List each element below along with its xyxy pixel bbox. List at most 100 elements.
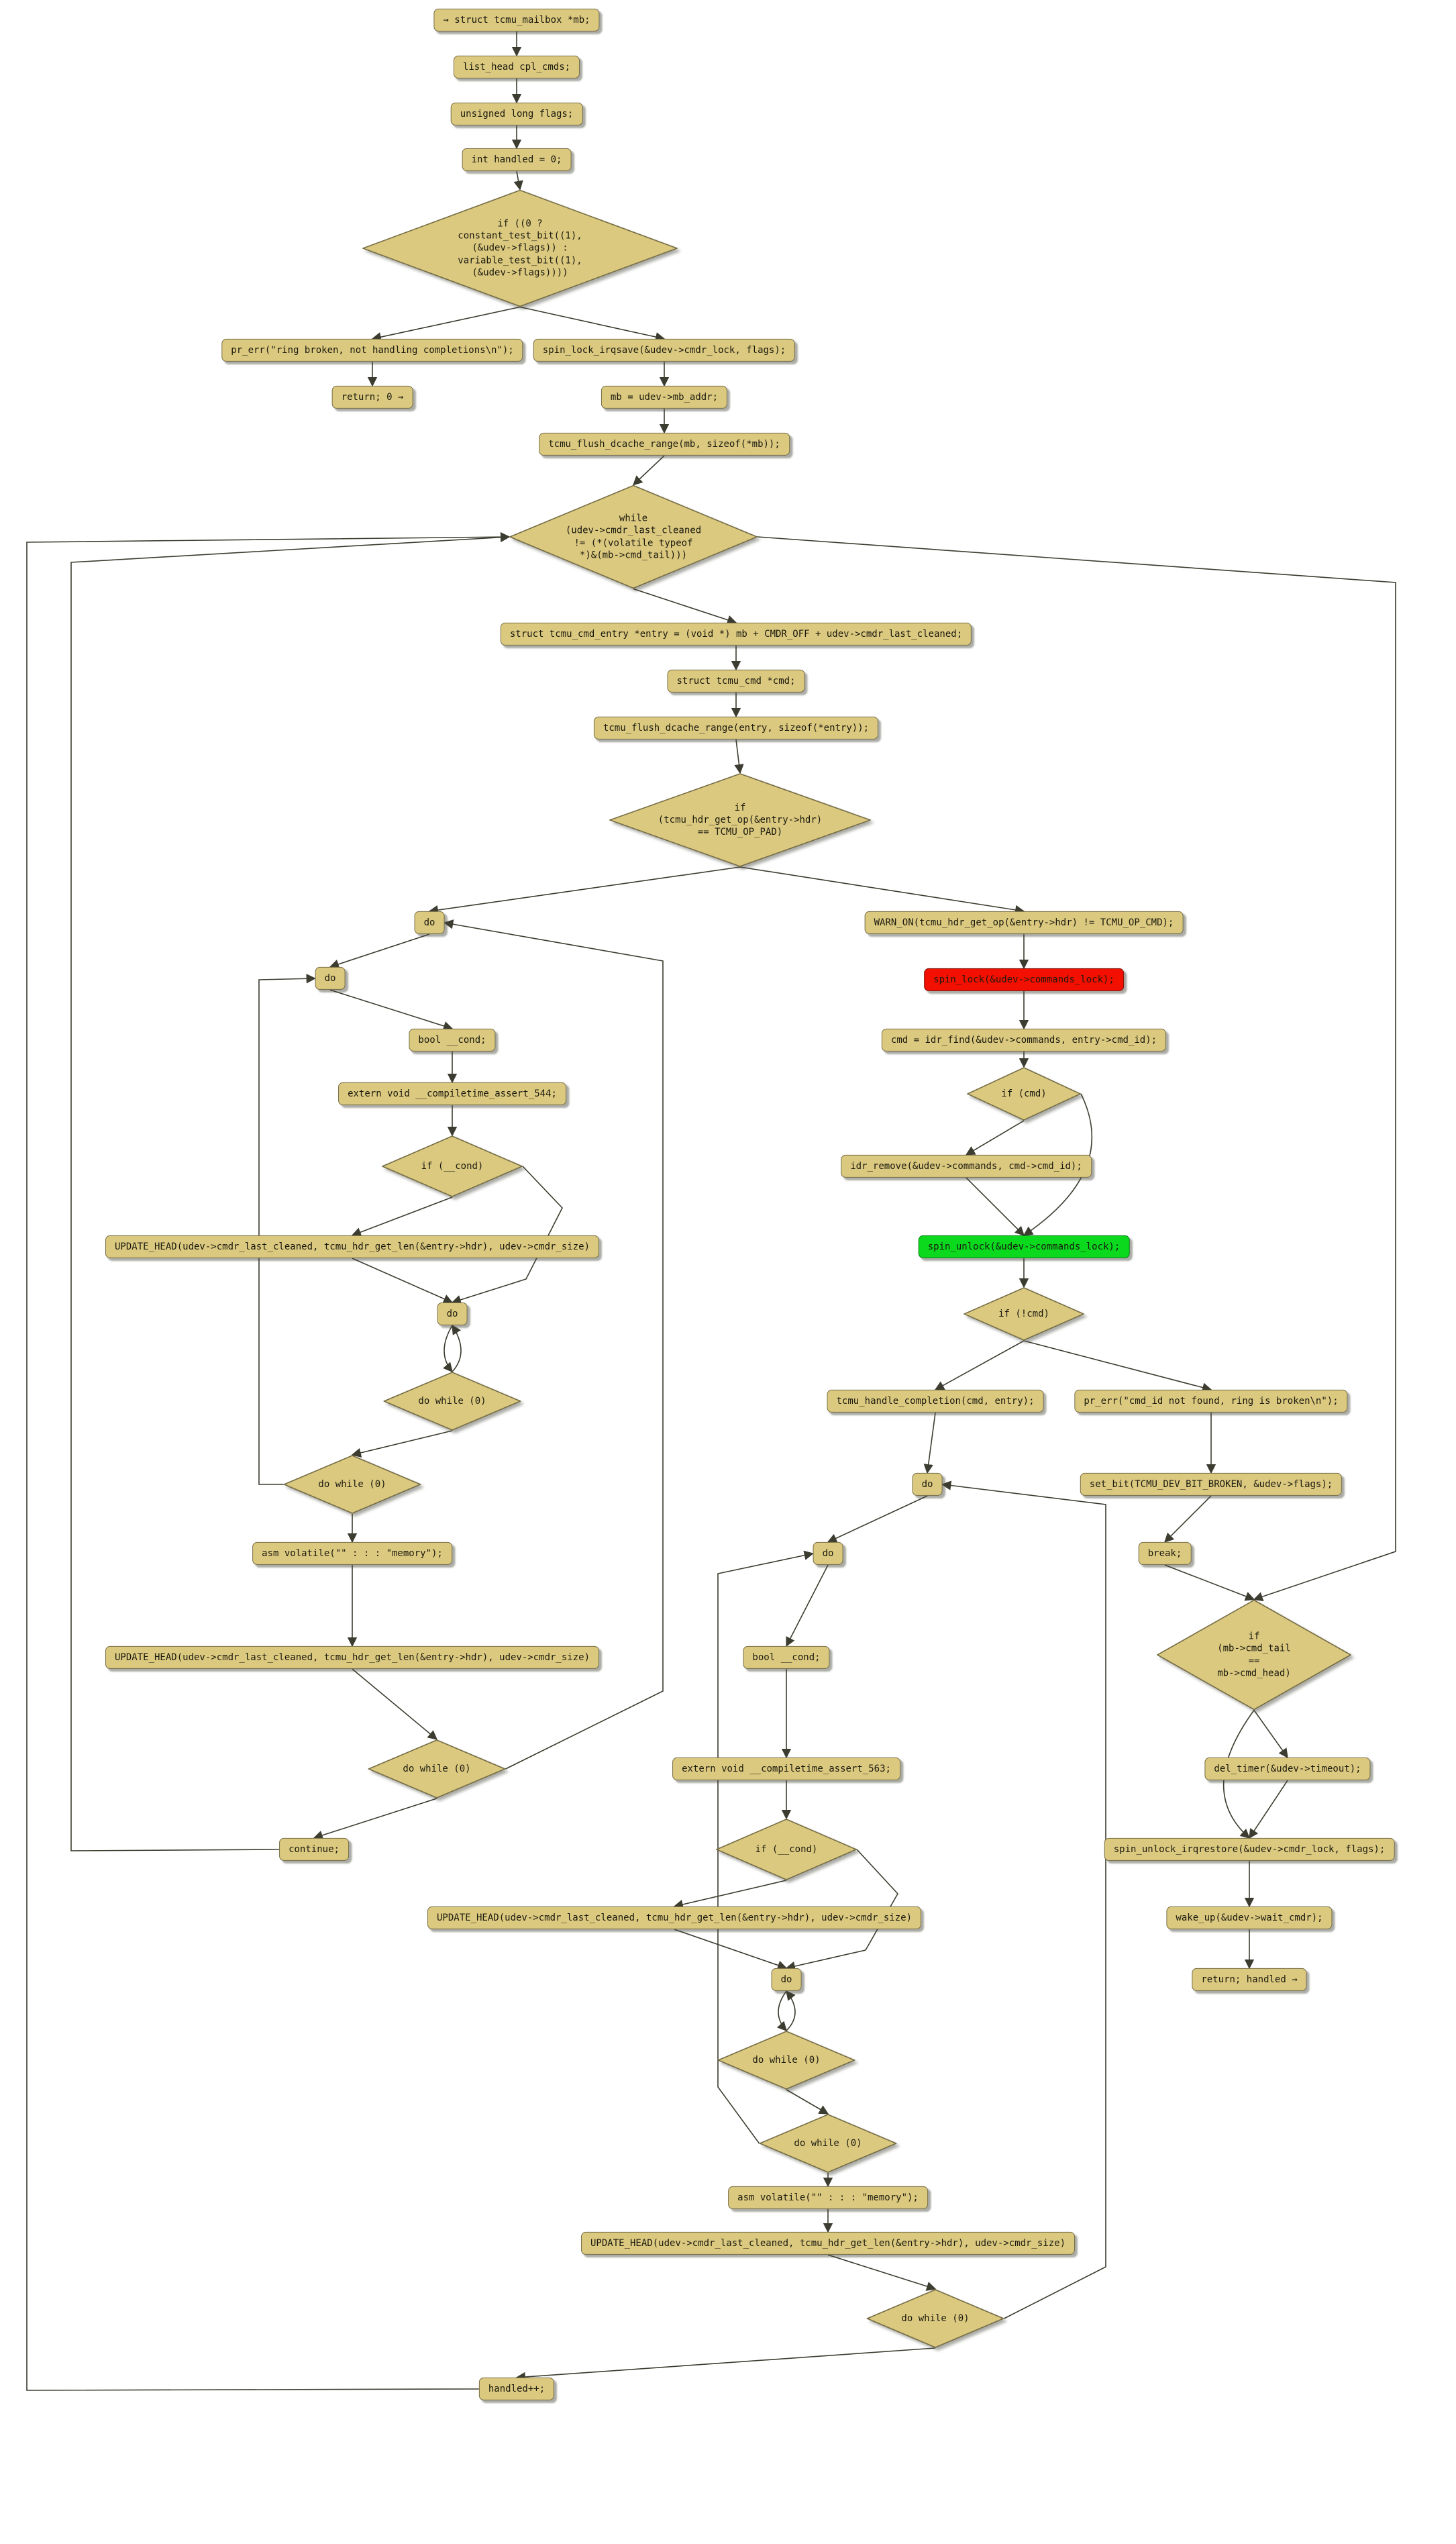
node-label: if (cmd) xyxy=(1001,1088,1047,1099)
edge-handle-completion--do-outer-main xyxy=(923,1412,936,1474)
diamond-shape xyxy=(967,1067,1081,1121)
edge-dowhile-outer-main--handled-increment xyxy=(515,2347,936,2382)
edge-flush-dcache-mb--while-cmdr-last-cleaned xyxy=(632,455,665,486)
edge-while-cmdr-last-cleaned--decl-entry xyxy=(633,588,737,625)
edge-break--if-tail-eq-head xyxy=(1164,1564,1255,1601)
diamond-shape xyxy=(717,2031,855,2090)
diamond-shape xyxy=(1157,1599,1351,1711)
diamond-shape xyxy=(716,1819,857,1880)
node-asm-barrier-pad: asm volatile("" : : : "memory"); xyxy=(252,1541,452,1566)
node-compiletime-assert-544: extern void __compiletime_assert_544; xyxy=(338,1082,566,1106)
edge-do-outer-main--do-inner-main xyxy=(827,1495,928,1543)
edge-if-test-bit-broken--spin-lock-irqsave xyxy=(519,306,666,342)
node-do-inner-main: do xyxy=(813,1541,843,1566)
diamond-shape xyxy=(362,189,678,307)
diamond-shape xyxy=(759,2114,897,2173)
node-dowhile-outer-pad: do while (0) xyxy=(368,1739,506,1798)
node-label: if (mb->cmd_tail == mb->cmd_head) xyxy=(1217,1631,1291,1679)
node-decl-flags: unsigned long flags; xyxy=(450,102,583,126)
node-spin-lock-irqsave: spin_lock_irqsave(&udev->cmdr_lock, flag… xyxy=(533,338,796,362)
edge-do-fallback-main--dowhile-fallback-main xyxy=(776,1990,787,2032)
edge-while-cmdr-last-cleaned--if-tail-eq-head xyxy=(757,536,1396,1602)
node-do-fallback-pad: do xyxy=(437,1302,468,1326)
node-update-head-pad: UPDATE_HEAD(udev->cmdr_last_cleaned, tcm… xyxy=(105,1645,600,1670)
edge-if-op-pad--warn-on-op-cmd xyxy=(739,866,1025,915)
edge-if-cmd--idr-remove xyxy=(965,1120,1025,1156)
node-set-bit-broken: set_bit(TCMU_DEV_BIT_BROKEN, &udev->flag… xyxy=(1080,1472,1343,1496)
edge-if-cond-pad--update-head-assert-pad xyxy=(351,1197,453,1237)
edge-if-test-bit-broken--pr-err-ring-broken xyxy=(371,306,521,342)
node-dowhile-fallback-main: do while (0) xyxy=(717,2031,855,2090)
diamond-shape xyxy=(283,1455,421,1514)
edge-dowhile-assert-main--do-inner-main xyxy=(717,1550,814,2144)
node-decl-cmd: struct tcmu_cmd *cmd; xyxy=(667,669,805,693)
edge-handled-increment--while-cmdr-last-cleaned xyxy=(26,531,511,2391)
edge-do-inner-pad--bool-cond-pad xyxy=(329,989,454,1031)
edge-dowhile-fallback-main--do-fallback-main xyxy=(786,1990,796,2031)
node-spin-unlock-commands: spin_unlock(&udev->commands_lock); xyxy=(918,1235,1130,1259)
node-decl-entry: struct tcmu_cmd_entry *entry = (void *) … xyxy=(500,622,972,646)
node-pr-err-cmd-id: pr_err("cmd_id not found, ring is broken… xyxy=(1074,1389,1348,1413)
node-label: do while (0) xyxy=(752,2054,821,2066)
node-label: do while (0) xyxy=(794,2137,862,2149)
node-if-not-cmd: if (!cmd) xyxy=(964,1287,1084,1341)
edge-if-tail-eq-head--del-timer xyxy=(1253,1710,1288,1759)
node-flush-dcache-entry: tcmu_flush_dcache_range(entry, sizeof(*e… xyxy=(593,716,879,740)
node-label: do while (0) xyxy=(403,1763,471,1774)
node-if-test-bit-broken: if ((0 ? constant_test_bit((1), (&udev->… xyxy=(362,189,678,307)
node-entry-decl-mb: → struct tcmu_mailbox *mb; xyxy=(433,8,600,32)
node-dowhile-assert-pad: do while (0) xyxy=(283,1455,421,1514)
edge-update-head-assert-main--do-fallback-main xyxy=(674,1929,788,1970)
edge-if-op-pad--do-outer-pad xyxy=(428,866,741,915)
edge-flush-dcache-entry--if-op-pad xyxy=(734,739,744,774)
node-idr-remove: idr_remove(&udev->commands, cmd->cmd_id)… xyxy=(841,1154,1092,1178)
edge-idr-remove--spin-unlock-commands xyxy=(966,1177,1025,1236)
edge-update-head-main--dowhile-outer-main xyxy=(827,2254,937,2291)
node-handled-increment: handled++; xyxy=(478,2377,555,2401)
edge-set-bit-broken--break xyxy=(1163,1495,1212,1543)
node-asm-barrier-main: asm volatile("" : : : "memory"); xyxy=(728,2186,928,2210)
edge-if-not-cmd--handle-completion xyxy=(934,1340,1025,1390)
node-warn-on-op-cmd: WARN_ON(tcmu_hdr_get_op(&entry->hdr) != … xyxy=(864,911,1184,935)
node-label: if (__cond) xyxy=(421,1160,484,1172)
edge-dowhile-fallback-main--dowhile-assert-main xyxy=(786,2089,829,2115)
node-idr-find: cmd = idr_find(&udev->commands, entry->c… xyxy=(881,1028,1167,1052)
node-if-cond-main: if (__cond) xyxy=(716,1819,857,1880)
edge-do-fallback-pad--dowhile-fallback-pad xyxy=(443,1325,453,1373)
edge-dowhile-fallback-pad--dowhile-assert-pad xyxy=(351,1430,453,1458)
node-break: break; xyxy=(1138,1541,1192,1566)
node-update-head-assert-pad: UPDATE_HEAD(udev->cmdr_last_cleaned, tcm… xyxy=(105,1235,600,1259)
diamond-shape xyxy=(866,2289,1004,2348)
edge-dowhile-assert-pad--do-inner-pad xyxy=(258,974,317,1485)
node-do-inner-pad: do xyxy=(315,966,346,990)
node-pr-err-ring-broken: pr_err("ring broken, not handling comple… xyxy=(221,338,523,362)
node-label: do while (0) xyxy=(901,2312,970,2324)
diamond-shape xyxy=(609,773,871,867)
edge-if-not-cmd--pr-err-cmd-id xyxy=(1023,1340,1212,1392)
node-if-cmd: if (cmd) xyxy=(967,1067,1081,1121)
edge-dowhile-outer-pad--do-outer-pad xyxy=(444,919,664,1770)
node-spin-lock-commands: spin_lock(&udev->commands_lock); xyxy=(924,968,1124,992)
node-compiletime-assert-563: extern void __compiletime_assert_563; xyxy=(672,1757,900,1781)
edge-do-inner-main--bool-cond-main xyxy=(786,1564,829,1647)
edge-if-cond-main--update-head-assert-main xyxy=(673,1880,787,1909)
node-decl-handled: int handled = 0; xyxy=(462,148,572,172)
node-label: while (udev->cmdr_last_cleaned != (*(vol… xyxy=(565,513,702,561)
node-while-cmdr-last-cleaned: while (udev->cmdr_last_cleaned != (*(vol… xyxy=(509,485,758,589)
edge-decl-handled--if-test-bit-broken xyxy=(513,170,523,191)
edge-update-head-pad--dowhile-outer-pad xyxy=(352,1668,438,1740)
edge-continue--while-cmdr-last-cleaned xyxy=(70,532,511,1851)
node-label: do while (0) xyxy=(318,1478,386,1490)
node-update-head-assert-main: UPDATE_HEAD(udev->cmdr_last_cleaned, tcm… xyxy=(427,1906,922,1930)
node-if-op-pad: if (tcmu_hdr_get_op(&entry->hdr) == TCMU… xyxy=(609,773,871,867)
diamond-shape xyxy=(964,1287,1084,1341)
edge-if-tail-eq-head--spin-unlock-irqrestore xyxy=(1223,1710,1255,1839)
edge-dowhile-outer-pad--continue xyxy=(313,1798,437,1840)
node-decl-cpl-cmds: list_head cpl_cmds; xyxy=(453,55,580,79)
node-bool-cond-main: bool __cond; xyxy=(743,1645,830,1670)
edge-do-outer-pad--do-inner-pad xyxy=(329,933,430,969)
node-wake-up: wake_up(&udev->wait_cmdr); xyxy=(1166,1906,1333,1930)
node-do-outer-pad: do xyxy=(414,911,445,935)
diamond-shape xyxy=(509,485,758,589)
node-if-tail-eq-head: if (mb->cmd_tail == mb->cmd_head) xyxy=(1157,1599,1351,1711)
